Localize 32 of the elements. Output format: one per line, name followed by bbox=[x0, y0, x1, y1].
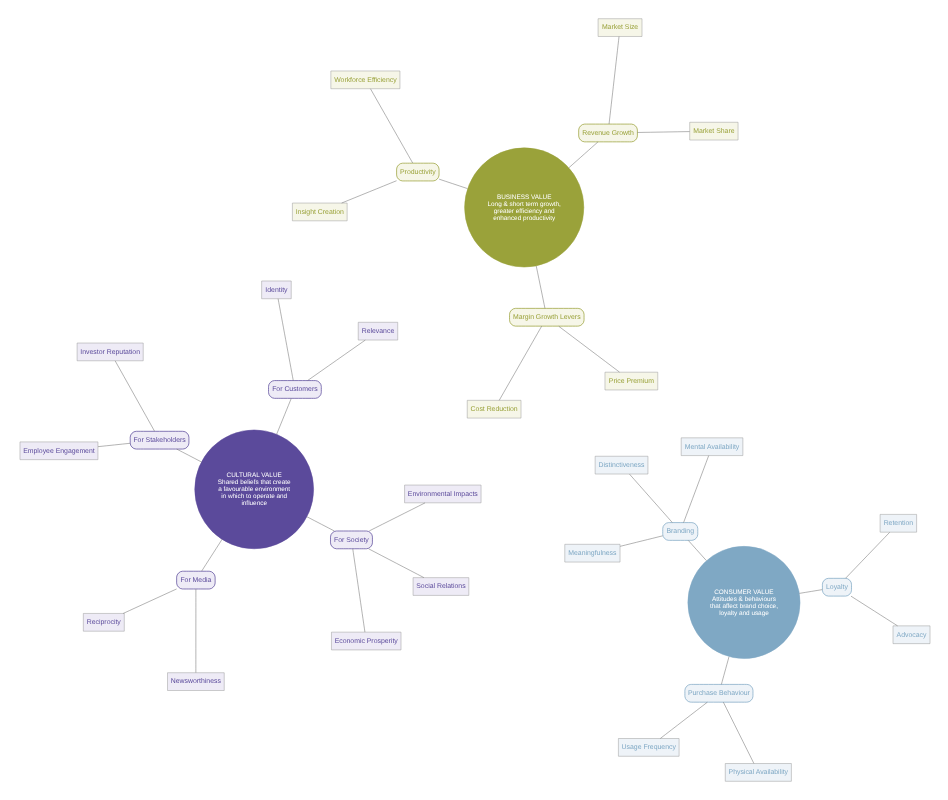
connector bbox=[618, 535, 662, 547]
connector bbox=[305, 516, 334, 532]
connector bbox=[607, 36, 619, 125]
connector bbox=[535, 265, 545, 309]
connector bbox=[175, 448, 201, 463]
connector bbox=[200, 539, 222, 572]
connector bbox=[96, 443, 130, 447]
connector bbox=[369, 88, 412, 164]
connector bbox=[557, 326, 619, 373]
connector bbox=[849, 595, 897, 627]
connector bbox=[722, 701, 754, 764]
connector bbox=[497, 326, 541, 401]
connector bbox=[567, 141, 598, 169]
connector bbox=[367, 548, 424, 578]
connector bbox=[340, 180, 396, 204]
connector bbox=[194, 588, 196, 673]
connector bbox=[636, 131, 689, 133]
connector bbox=[628, 473, 672, 523]
connector bbox=[351, 548, 365, 633]
connector bbox=[720, 656, 729, 685]
connector bbox=[682, 455, 708, 523]
connector bbox=[659, 701, 707, 739]
connector bbox=[687, 540, 706, 561]
connector bbox=[122, 588, 176, 614]
connector bbox=[306, 339, 365, 381]
connector bbox=[368, 502, 425, 532]
connector bbox=[276, 298, 293, 381]
connector bbox=[275, 398, 291, 435]
connector bbox=[798, 589, 822, 594]
connector bbox=[113, 360, 154, 432]
connector bbox=[437, 178, 467, 189]
connector bbox=[844, 532, 889, 579]
